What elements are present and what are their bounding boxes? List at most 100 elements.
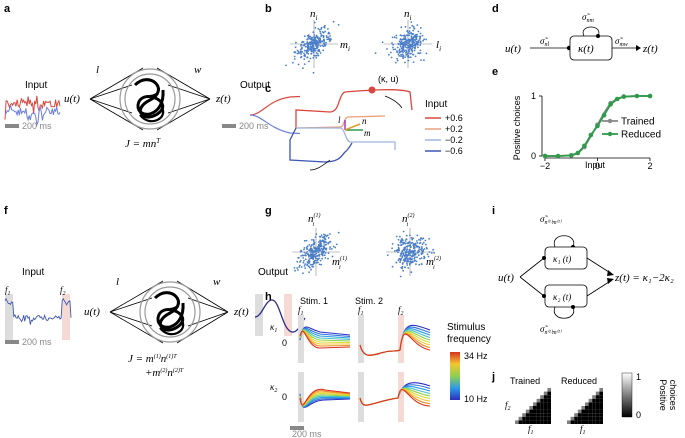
heatmap-cell — [570, 391, 575, 396]
heatmap-cell — [518, 391, 523, 396]
heatmap-cell — [547, 409, 551, 414]
heatmap-cell — [585, 391, 589, 396]
scatter-point — [309, 38, 312, 40]
scatter-point — [324, 45, 326, 47]
l-label: l — [96, 64, 99, 76]
scatter-point — [327, 257, 329, 260]
heatmap-cell — [595, 406, 600, 410]
scatter-point — [400, 252, 403, 255]
panel-j: j Trained Reduced f2 f1 f1 1 0 Positive … — [491, 371, 678, 436]
scatter-point — [406, 242, 409, 245]
heatmap-cell — [567, 406, 571, 410]
scatter-n2-vs-m2 — [386, 230, 436, 278]
scatter-point — [427, 255, 430, 258]
heatmap-cell — [533, 388, 537, 392]
axis-n2-label-g: n(2)i — [402, 212, 415, 228]
panel-g-label: g — [265, 205, 272, 217]
scatter-point — [313, 253, 315, 256]
scatter-point — [413, 38, 416, 41]
scatter-point — [317, 54, 320, 57]
scatter-point — [324, 234, 327, 237]
scatter-point — [332, 20, 335, 23]
kappa2-trace — [299, 388, 351, 406]
scatter-point — [311, 39, 314, 42]
scatter-point — [410, 38, 413, 40]
scatter-point — [406, 264, 409, 266]
scatter-point — [311, 36, 314, 39]
scatter-point — [299, 50, 302, 52]
scatter-point — [403, 34, 406, 37]
scatter-point — [392, 43, 394, 46]
scatter-point — [421, 246, 423, 248]
scatter-point — [397, 244, 400, 246]
n-vector — [344, 123, 361, 131]
scatter-point — [303, 44, 306, 47]
scatter-point — [410, 35, 413, 37]
legend-label: Reduced — [621, 130, 661, 141]
scatter-point — [402, 269, 405, 272]
w-label: w — [194, 64, 202, 76]
scatter-point — [319, 243, 322, 245]
scatter-point — [405, 234, 408, 237]
scatter-point — [320, 245, 323, 248]
scatter-point — [315, 57, 318, 59]
scatter-point — [409, 27, 411, 29]
legend-marker — [607, 118, 613, 124]
heatmap-cell — [525, 406, 530, 410]
scatter-point — [304, 263, 306, 265]
panel-a-label: a — [4, 3, 11, 15]
trajectory-minus02 — [296, 127, 396, 150]
scatter-point — [410, 250, 413, 253]
heatmap-cell — [592, 402, 596, 406]
heatmap-cell — [515, 409, 519, 414]
scatter-point — [391, 36, 394, 39]
scatter-point — [414, 244, 417, 247]
scatter-point — [399, 241, 402, 244]
scatter-point — [318, 263, 321, 266]
scatter-point — [329, 35, 331, 37]
cb-max: 34 Hz — [464, 351, 488, 361]
scatter-point — [299, 51, 302, 54]
network-diagram-f — [109, 280, 229, 344]
scatter-point — [322, 251, 325, 254]
heatmap-cell — [536, 398, 541, 403]
scatter-point — [419, 49, 422, 52]
data-point — [647, 93, 653, 99]
scatter-point — [414, 46, 417, 49]
heatmap-cell — [547, 398, 551, 403]
scatter-point — [319, 240, 321, 243]
heatmap-cell — [536, 388, 541, 392]
scatter-point — [406, 46, 408, 49]
heatmap-cell — [522, 413, 526, 417]
heatmap-cell — [599, 402, 603, 406]
data-point — [588, 132, 594, 138]
scatter-point — [418, 52, 420, 55]
heatmap-cell — [529, 413, 533, 417]
heatmap-cell — [529, 406, 533, 410]
heatmap-cell — [592, 398, 596, 403]
scatter-point — [302, 261, 305, 264]
heatmap-cell — [585, 395, 589, 399]
scatter-point — [303, 247, 306, 249]
scatter-point — [306, 245, 309, 248]
scatter-point — [417, 251, 419, 254]
x-axis-label: Input — [585, 160, 606, 170]
y-tick-label: 0 — [531, 151, 536, 161]
scatter-point — [295, 41, 297, 44]
heatmap-cell — [522, 398, 526, 403]
scatter-point — [409, 46, 411, 49]
heatmap-cell — [592, 388, 596, 392]
panel-f-input-label: Input — [22, 267, 44, 278]
scatter-point — [415, 41, 418, 43]
scatter-point — [312, 56, 315, 59]
heatmap-cell — [522, 406, 526, 410]
heatmap-cell — [547, 413, 551, 417]
heatmap-cell — [525, 398, 530, 403]
d-u-label: u(t) — [505, 43, 521, 55]
panel-d: d u(t) κ(t) z(t) σ̃nl σ̃nm σ̃mw — [492, 3, 658, 61]
scatter-point — [303, 248, 305, 251]
scatter-point — [320, 234, 323, 237]
scatter-point — [319, 32, 322, 35]
scatter-point — [315, 45, 318, 47]
heatmap-cell — [536, 420, 541, 424]
